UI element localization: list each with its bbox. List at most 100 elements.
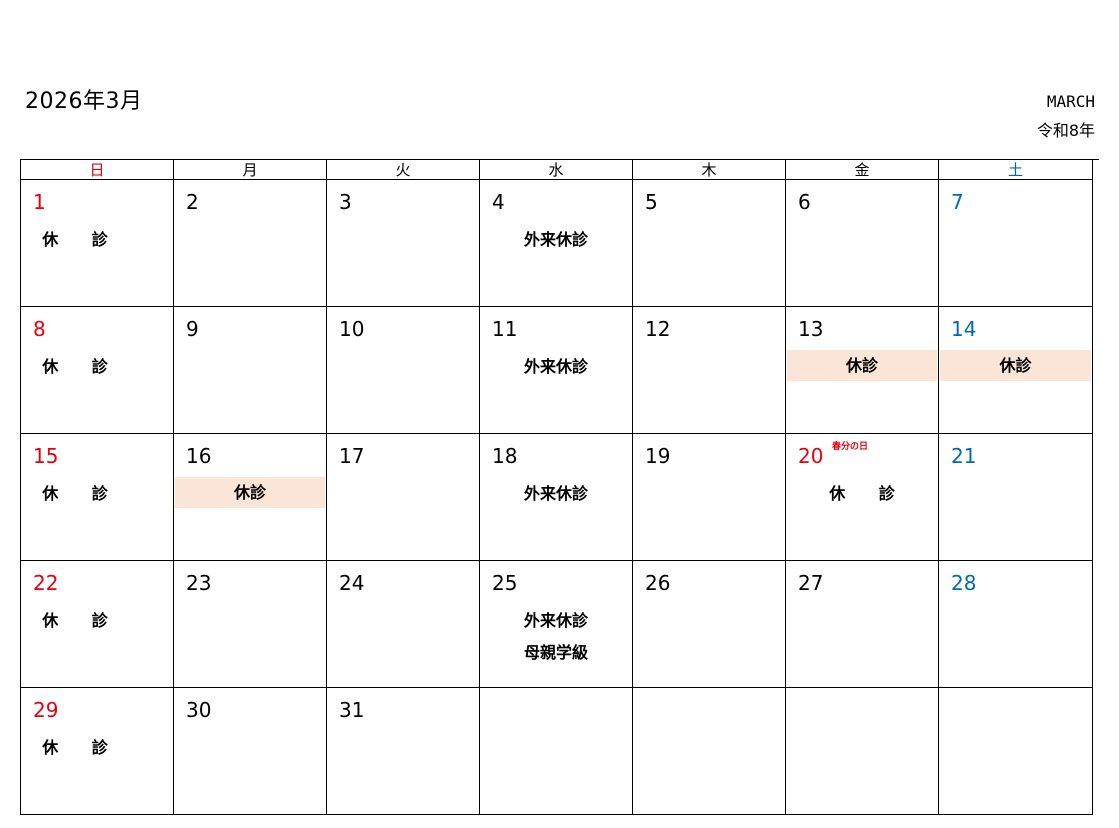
day-cell[interactable]: 13 休診 — [786, 307, 939, 434]
day-number: 30 — [186, 698, 212, 722]
day-cell[interactable]: 18 外来休診 — [480, 434, 633, 561]
weekday-tue: 火 — [327, 160, 480, 180]
day-cell[interactable]: 6 — [786, 180, 939, 307]
day-cell[interactable]: 28 — [939, 561, 1093, 688]
day-number: 25 — [492, 571, 518, 595]
day-cell[interactable]: 24 — [327, 561, 480, 688]
day-number: 17 — [339, 444, 365, 468]
day-cell[interactable]: 26 — [633, 561, 786, 688]
day-cell[interactable]: 1 休 診 — [21, 180, 174, 307]
day-cell[interactable]: 27 — [786, 561, 939, 688]
day-number: 11 — [492, 317, 518, 341]
day-note: 休診 — [999, 356, 1032, 375]
day-note: 外来休診 — [523, 357, 588, 376]
day-cell-empty — [633, 688, 786, 815]
week-row: 29 休 診 30 31 — [21, 688, 1099, 815]
day-number: 26 — [645, 571, 671, 595]
weekday-sun: 日 — [21, 160, 174, 180]
day-number: 29 — [33, 698, 59, 722]
weekday-thu: 木 — [633, 160, 786, 180]
day-cell[interactable]: 9 — [174, 307, 327, 434]
day-number: 31 — [339, 698, 365, 722]
day-number: 8 — [33, 317, 46, 341]
day-note: 外来休診 — [523, 230, 588, 249]
day-number: 7 — [951, 190, 964, 214]
day-number: 4 — [492, 190, 505, 214]
day-note: 休診 — [233, 483, 266, 502]
day-cell[interactable]: 30 — [174, 688, 327, 815]
day-number: 10 — [339, 317, 365, 341]
era-year: 令和8年 — [1036, 121, 1095, 140]
weekday-header: 日 月 火 水 木 金 土 — [21, 160, 1099, 180]
day-cell[interactable]: 15 休 診 — [21, 434, 174, 561]
day-number: 22 — [33, 571, 59, 595]
day-note: 休 診 — [42, 738, 122, 757]
day-cell[interactable]: 29 休 診 — [21, 688, 174, 815]
day-cell[interactable]: 3 — [327, 180, 480, 307]
day-cell[interactable]: 2 — [174, 180, 327, 307]
day-note: 休 診 — [42, 484, 122, 503]
day-number: 2 — [186, 190, 199, 214]
day-note: 休 診 — [42, 230, 122, 249]
day-cell[interactable]: 11 外来休診 — [480, 307, 633, 434]
weekday-sat: 土 — [939, 160, 1093, 180]
day-note: 外来休診 — [523, 484, 588, 503]
day-cell[interactable]: 21 — [939, 434, 1093, 561]
day-cell[interactable]: 23 — [174, 561, 327, 688]
day-note: 母親学級 — [523, 643, 588, 662]
day-cell[interactable]: 4 外来休診 — [480, 180, 633, 307]
day-note: 休 診 — [42, 357, 122, 376]
day-number: 20 — [798, 444, 824, 468]
day-number: 3 — [339, 190, 352, 214]
day-cell[interactable]: 14 休診 — [939, 307, 1093, 434]
day-number: 6 — [798, 190, 811, 214]
day-number: 19 — [645, 444, 671, 468]
holiday-label: 春分の日 — [832, 442, 869, 452]
day-cell[interactable]: 10 — [327, 307, 480, 434]
day-cell[interactable]: 17 — [327, 434, 480, 561]
day-cell[interactable]: 5 — [633, 180, 786, 307]
day-cell[interactable]: 7 — [939, 180, 1093, 307]
day-cell[interactable]: 19 — [633, 434, 786, 561]
day-number: 24 — [339, 571, 365, 595]
day-cell-empty — [786, 688, 939, 815]
day-note: 外来休診 — [523, 611, 588, 630]
day-number: 18 — [492, 444, 518, 468]
day-number: 14 — [951, 317, 977, 341]
day-note: 休診 — [845, 356, 878, 375]
week-row: 1 休 診 2 3 4 外来休診 5 6 7 — [21, 180, 1099, 307]
day-note: 休 診 — [42, 611, 122, 630]
day-cell[interactable]: 22 休 診 — [21, 561, 174, 688]
month-english: MARCH — [1046, 92, 1095, 111]
day-number: 1 — [33, 190, 46, 214]
day-cell[interactable]: 31 — [327, 688, 480, 815]
week-row: 8 休 診 9 10 11 外来休診 12 13 休診 14 休診 — [21, 307, 1099, 434]
day-cell[interactable]: 25 外来休診 母親学級 — [480, 561, 633, 688]
weekday-fri: 金 — [786, 160, 939, 180]
day-number: 9 — [186, 317, 199, 341]
day-cell[interactable]: 16 休診 — [174, 434, 327, 561]
day-number: 16 — [186, 444, 212, 468]
closed-band: 休診 — [940, 350, 1091, 381]
day-cell-empty — [939, 688, 1093, 815]
day-note: 休 診 — [829, 484, 909, 503]
day-number: 5 — [645, 190, 658, 214]
day-number: 27 — [798, 571, 824, 595]
day-number: 28 — [951, 571, 977, 595]
closed-band: 休診 — [787, 350, 937, 381]
weekday-mon: 月 — [174, 160, 327, 180]
weekday-wed: 水 — [480, 160, 633, 180]
calendar-grid: 日 月 火 水 木 金 土 1 休 診 2 3 4 外来休診 5 6 7 — [20, 159, 1099, 815]
calendar-title: 2026年3月 — [25, 89, 143, 114]
day-cell[interactable]: 20 春分の日 休 診 — [786, 434, 939, 561]
day-cell[interactable]: 8 休 診 — [21, 307, 174, 434]
closed-band: 休診 — [175, 477, 325, 508]
day-cell-empty — [480, 688, 633, 815]
week-row: 22 休 診 23 24 25 外来休診 母親学級 26 27 28 — [21, 561, 1099, 688]
day-number: 21 — [951, 444, 977, 468]
day-cell[interactable]: 12 — [633, 307, 786, 434]
day-number: 15 — [33, 444, 59, 468]
day-number: 13 — [798, 317, 824, 341]
day-number: 23 — [186, 571, 212, 595]
week-row: 15 休 診 16 休診 17 18 外来休診 19 20 春分の日 休 診 2… — [21, 434, 1099, 561]
